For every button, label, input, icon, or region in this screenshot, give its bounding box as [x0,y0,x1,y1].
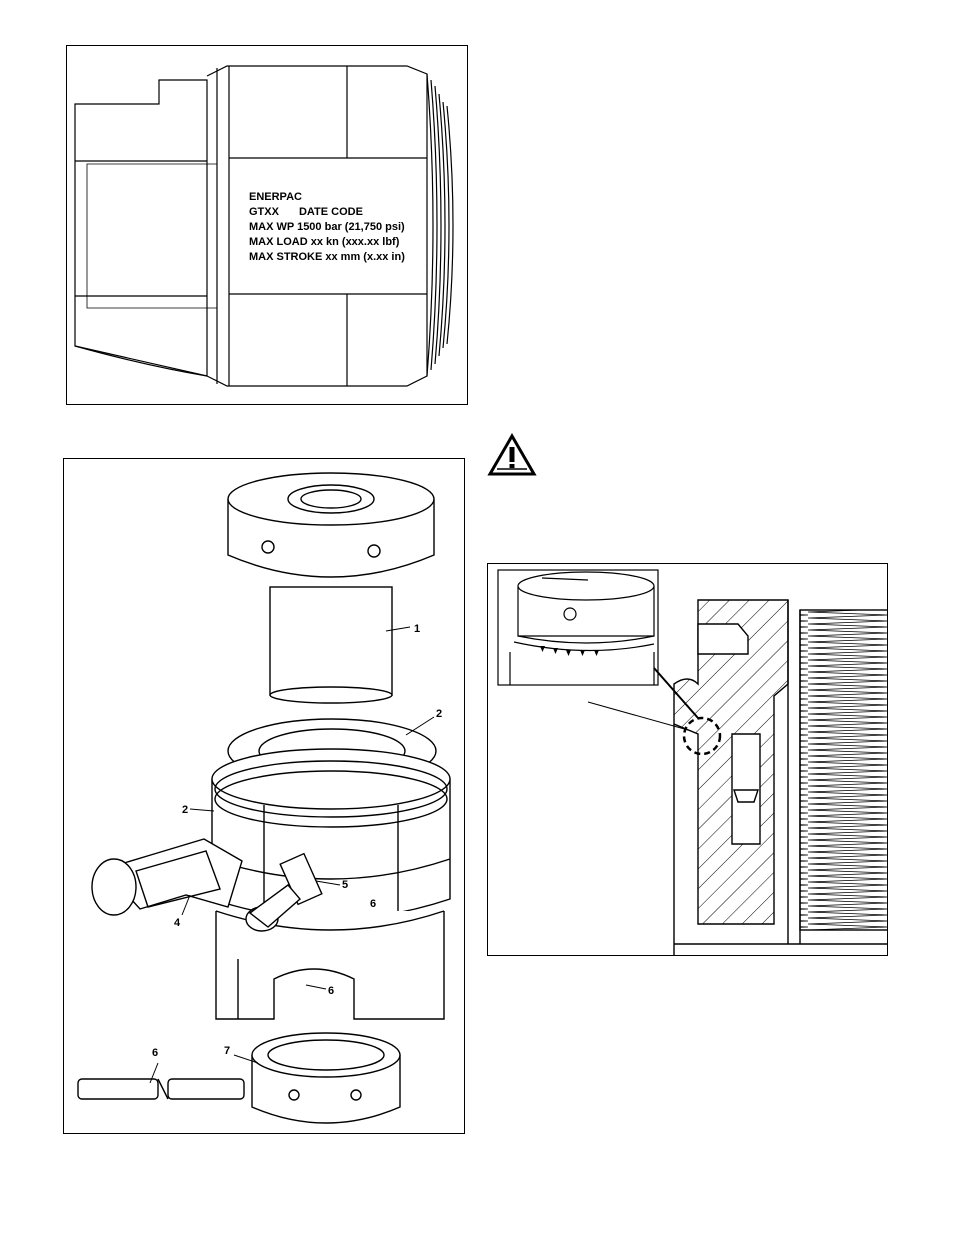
callout-2-body: 2 [182,804,188,816]
callout-5: 5 [342,879,348,891]
section-view-figure [487,563,888,956]
callout-6-rod: 6 [152,1047,158,1059]
plate-model-line: GTXX DATE CODE [249,205,449,220]
plate-model: GTXX [249,206,279,218]
nameplate-text: ENERPAC GTXX DATE CODE MAX WP 1500 bar (2… [249,190,449,265]
plate-date-code: DATE CODE [299,206,363,218]
callout-6-band: 6 [370,898,376,910]
section-view-drawing [488,564,888,956]
plate-max-stroke: MAX STROKE xx mm (x.xx in) [249,250,449,265]
plate-brand: ENERPAC [249,190,449,205]
callout-1: 1 [414,623,420,635]
warning-triangle-icon [487,433,537,477]
callout-7: 7 [224,1045,230,1057]
callout-6-body: 6 [328,985,334,997]
nameplate-figure: ENERPAC GTXX DATE CODE MAX WP 1500 bar (2… [66,45,468,405]
plate-max-wp: MAX WP 1500 bar (21,750 psi) [249,220,449,235]
callout-4: 4 [174,917,180,929]
callout-2-ring: 2 [436,708,442,720]
plate-max-load: MAX LOAD xx kn (xxx.xx lbf) [249,235,449,250]
exploded-view-drawing [64,459,465,1134]
exploded-view-figure: 1 2 2 4 5 6 6 6 7 [63,458,465,1134]
